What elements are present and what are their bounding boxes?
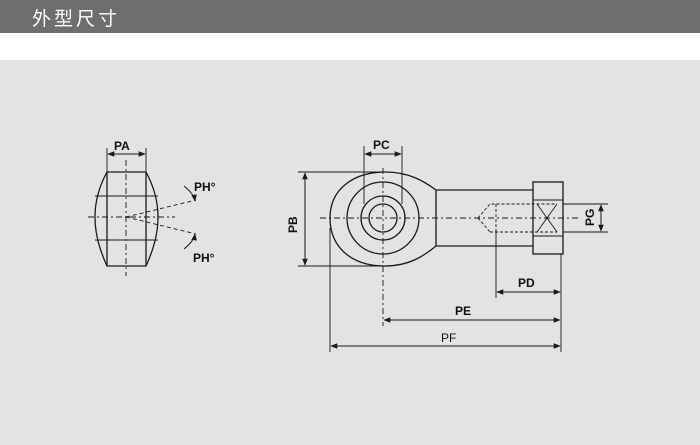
label-pf: PF <box>441 331 456 345</box>
front-view <box>298 146 608 352</box>
section-header: 外型尺寸 <box>0 0 700 33</box>
label-pc: PC <box>373 138 390 152</box>
label-pe: PE <box>455 304 471 318</box>
label-pg: PG <box>583 209 597 226</box>
label-pb: PB <box>286 216 300 233</box>
drawing-panel <box>0 60 700 445</box>
side-view-body <box>94 171 159 267</box>
label-ph-bottom: PH° <box>193 251 215 265</box>
label-pa: PA <box>114 139 130 153</box>
label-pd: PD <box>518 276 535 290</box>
section-title: 外型尺寸 <box>32 8 121 30</box>
side-view <box>88 148 197 276</box>
label-ph-top: PH° <box>194 180 216 194</box>
